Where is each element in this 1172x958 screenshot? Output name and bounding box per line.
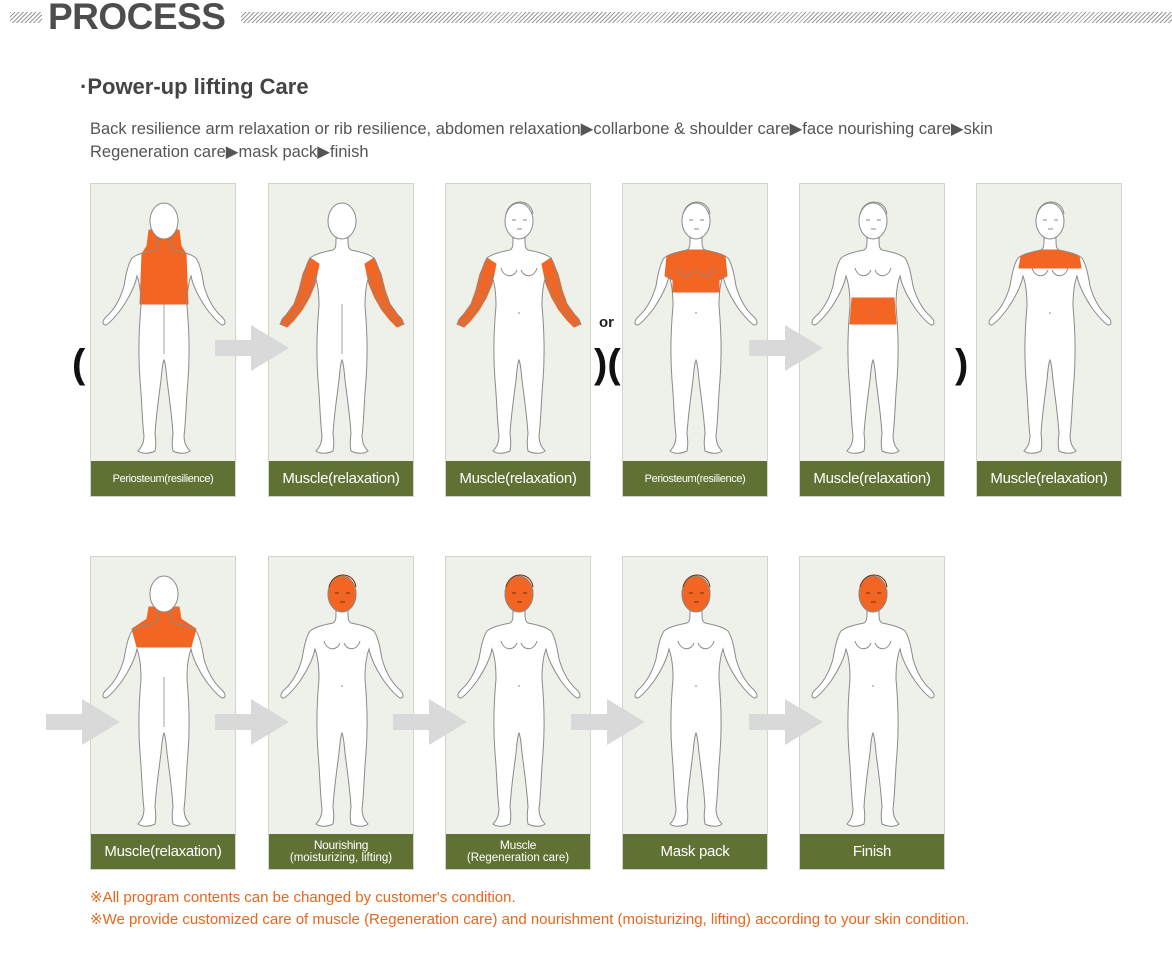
step-caption-text: Finish [852,842,892,860]
step-caption-text: Muscle(relaxation) [104,842,222,860]
step-panel-2: Muscle(relaxation) [268,183,414,497]
step-panel-5: Muscle(relaxation) [799,183,945,497]
body-front-figure [280,574,404,827]
step-panel-6: Muscle(relaxation) [976,183,1122,497]
step-caption: Nourishing(moisturizing, lifting) [269,834,413,869]
step-caption-text: Nourishing [313,838,369,852]
step-caption: Finish [800,834,944,869]
step-caption-text: Muscle(relaxation) [459,469,577,487]
note-1: ※All program contents can be changed by … [90,889,516,906]
step-panel-4: Periosteum(resilience) [622,183,768,497]
page-title: PROCESS [48,0,226,37]
description-line-2: Regeneration care▶mask pack▶finish [90,143,369,161]
step-panel-7: Muscle(relaxation) [90,556,236,870]
step-caption-text: Muscle(relaxation) [813,469,931,487]
step-caption-subtext: (moisturizing, lifting) [289,852,393,864]
close-open-paren: )( [594,342,621,386]
open-paren: ( [72,342,86,386]
step-caption: Muscle(relaxation) [91,834,235,869]
description-line-1: Back resilience arm relaxation or rib re… [90,120,993,138]
body-front-figure [634,574,758,827]
or-label: or [599,314,614,331]
body-front-figure [457,574,581,827]
body-back-figure [102,575,226,827]
step-panel-8: Nourishing(moisturizing, lifting) [268,556,414,870]
body-front-figure [988,201,1112,454]
body-back-figure [279,202,405,454]
step-caption-text: Periosteum(resilience) [644,472,746,485]
program-description: Back resilience arm relaxation or rib re… [90,118,1172,164]
section-header: PROCESS [0,0,1172,44]
step-caption-text: Mask pack [660,842,730,860]
arrow-right-icon [749,699,823,745]
arrow-right-icon [215,699,289,745]
note-2: ※We provide customized care of muscle (R… [90,911,970,928]
step-panel-11: Finish [799,556,945,870]
program-title: ·Power-up lifting Care [80,74,309,99]
arrow-right-icon [571,699,645,745]
step-caption-text: Muscle [499,838,537,852]
step-panel-3: Muscle(relaxation) [445,183,591,497]
arrow-right-icon [46,699,120,745]
step-caption: Muscle(relaxation) [446,461,590,496]
notes: ※All program contents can be changed by … [90,887,969,931]
header-hatch-left [10,12,42,23]
step-caption-subtext: (Regeneration care) [466,852,570,864]
header-hatch-right [241,12,1172,23]
arrow-right-icon [215,325,289,371]
step-caption: Periosteum(resilience) [91,461,235,496]
step-caption-text: Muscle(relaxation) [282,469,400,487]
body-front-figure [811,574,935,827]
step-caption: Muscle(relaxation) [800,461,944,496]
step-caption: Periosteum(resilience) [623,461,767,496]
step-panel-10: Mask pack [622,556,768,870]
body-front-figure [634,201,758,454]
arrow-right-icon [749,325,823,371]
body-back-figure [102,202,226,454]
step-caption: Mask pack [623,834,767,869]
step-caption-text: Muscle(relaxation) [990,469,1108,487]
step-caption: Muscle(relaxation) [269,461,413,496]
body-front-figure [456,201,582,454]
step-caption: Muscle(Regeneration care) [446,834,590,869]
body-front-figure [811,201,935,454]
close-paren: ) [955,342,969,386]
step-caption-text: Periosteum(resilience) [112,472,214,485]
arrow-right-icon [393,699,467,745]
step-caption: Muscle(relaxation) [977,461,1121,496]
step-panel-1: Periosteum(resilience) [90,183,236,497]
step-panel-9: Muscle(Regeneration care) [445,556,591,870]
